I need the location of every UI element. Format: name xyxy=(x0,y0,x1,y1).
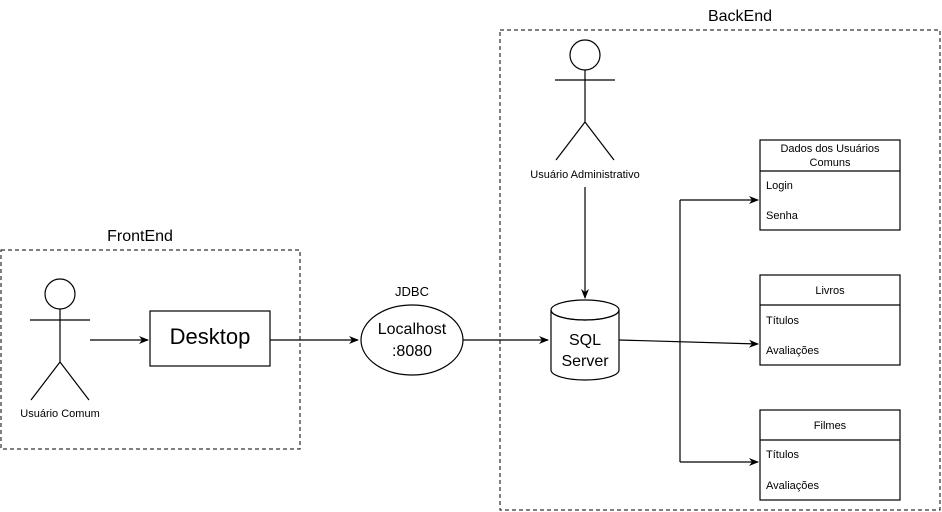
desktop-node xyxy=(149,310,271,367)
backend-container xyxy=(499,29,941,511)
jdbc-label: JDBC xyxy=(395,284,429,299)
users-table-field: Senha xyxy=(766,210,799,222)
common-user-label: Usuário Comum xyxy=(20,408,99,420)
livros-table-title: Livros xyxy=(815,285,845,297)
users-table-title-line1: Dados dos Usuários xyxy=(780,143,880,155)
filmes-table-field: Avaliações xyxy=(766,480,819,492)
livros-table-field: Avaliações xyxy=(766,345,819,357)
localhost-line2: :8080 xyxy=(392,343,432,360)
desktop-label: Desktop xyxy=(170,324,251,349)
db-line2: Server xyxy=(561,353,609,370)
admin-user-actor xyxy=(555,39,615,161)
localhost-node xyxy=(360,304,464,376)
admin-user-label: Usuário Administrativo xyxy=(530,169,639,181)
common-user-actor xyxy=(30,278,90,401)
users-table-title-line2: Comuns xyxy=(810,157,851,169)
filmes-table-title: Filmes xyxy=(814,420,847,432)
livros-table xyxy=(759,274,901,366)
livros-table-field: Títulos xyxy=(766,315,800,327)
localhost-line1: Localhost xyxy=(378,321,447,338)
arrow-db-to-livros xyxy=(618,339,759,348)
frontend-container xyxy=(0,249,301,450)
backend-title: BackEnd xyxy=(708,8,772,25)
frontend-title: FrontEnd xyxy=(107,228,173,245)
filmes-table-field: Títulos xyxy=(766,449,800,461)
users-table xyxy=(759,139,901,231)
db-line1: SQL xyxy=(569,332,601,349)
filmes-table xyxy=(759,409,901,501)
users-table-field: Login xyxy=(766,180,793,192)
sql-server-database xyxy=(550,299,620,381)
